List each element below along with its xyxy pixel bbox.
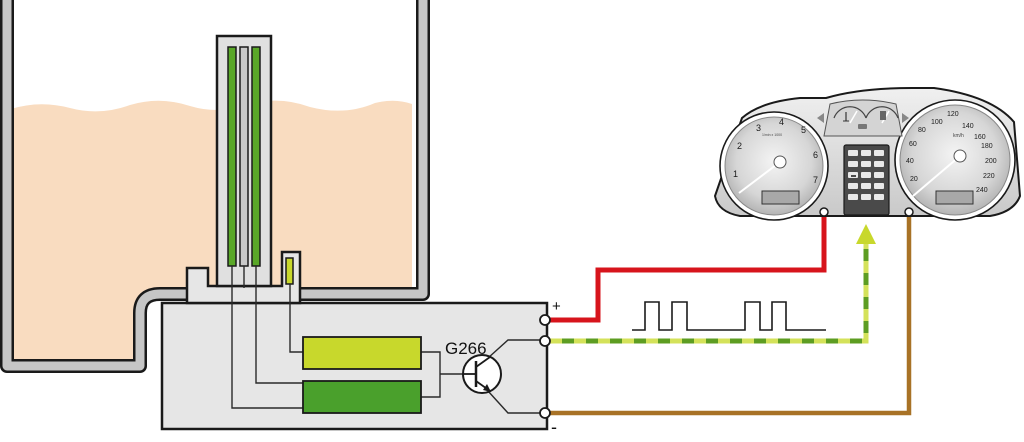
terminal-plus-label: + bbox=[552, 298, 561, 315]
speed-number-140: 140 bbox=[962, 123, 974, 130]
sensor-flange bbox=[185, 250, 302, 305]
tach-number-1: 1 bbox=[733, 169, 738, 179]
aux-gauges bbox=[817, 99, 909, 137]
tach-unit: 1/min x 1000 bbox=[762, 133, 782, 137]
electronics-module-bottom bbox=[302, 380, 422, 414]
signal-arrow bbox=[856, 224, 876, 244]
speed-number-220: 220 bbox=[983, 173, 995, 180]
sensor-element-center bbox=[239, 46, 249, 267]
tach-number-3: 3 bbox=[756, 123, 761, 133]
oil-sump bbox=[0, 0, 430, 373]
warning-lamp-panel bbox=[843, 144, 890, 216]
temperature-element bbox=[285, 257, 294, 285]
instrument-cluster: 1 2 3 4 5 6 7 1/min x 1000 20 40 60 80 1… bbox=[713, 87, 1022, 221]
tach-display bbox=[761, 190, 800, 205]
speed-needle-hub bbox=[953, 149, 967, 163]
terminal-minus bbox=[539, 407, 551, 419]
speed-number-160: 160 bbox=[974, 134, 986, 141]
tach-needle-hub bbox=[773, 155, 787, 169]
speed-display bbox=[935, 190, 974, 205]
speed-number-80: 80 bbox=[918, 127, 926, 134]
supply-wire bbox=[550, 216, 827, 323]
oil-can-icon bbox=[851, 175, 856, 177]
transistor-symbol bbox=[462, 354, 502, 394]
fuel-pump-icon bbox=[880, 111, 886, 120]
terminal-plus bbox=[539, 314, 551, 326]
terminal-minus-label: - bbox=[551, 417, 557, 437]
sensor-element-outer-right bbox=[251, 46, 261, 267]
tachometer: 1 2 3 4 5 6 7 1/min x 1000 bbox=[719, 111, 829, 221]
speed-needle bbox=[912, 155, 961, 197]
external-wiring bbox=[550, 216, 912, 416]
ground-wire bbox=[550, 216, 912, 416]
tach-needle bbox=[738, 161, 781, 194]
sensor-label: G266 bbox=[445, 339, 487, 358]
sensor-element-outer-left bbox=[227, 46, 237, 267]
pwm-signal-waveform bbox=[632, 301, 826, 331]
speed-number-240: 240 bbox=[976, 187, 988, 194]
coolant-temperature-icon bbox=[843, 112, 849, 122]
speed-number-200: 200 bbox=[985, 158, 997, 165]
speedometer: 20 40 60 80 100 120 140 160 180 200 220 … bbox=[894, 99, 1016, 221]
fuel-gauge bbox=[865, 106, 899, 119]
tach-number-6: 6 bbox=[813, 150, 818, 160]
speed-number-60: 60 bbox=[909, 141, 917, 148]
speed-number-180: 180 bbox=[981, 143, 993, 150]
electronics-module-top bbox=[302, 336, 422, 370]
speed-number-40: 40 bbox=[906, 158, 914, 165]
internal-wiring bbox=[231, 266, 544, 414]
speed-number-100: 100 bbox=[931, 119, 943, 126]
terminal-signal bbox=[539, 335, 551, 347]
coolant-temperature-gauge bbox=[833, 106, 867, 119]
speed-number-20: 20 bbox=[910, 176, 918, 183]
tach-number-4: 4 bbox=[779, 117, 784, 127]
speed-unit: km/h bbox=[953, 133, 964, 139]
engine-oil bbox=[11, 100, 412, 362]
tach-number-5: 5 bbox=[801, 125, 806, 135]
tach-number-2: 2 bbox=[737, 141, 742, 151]
cluster-pin-supply bbox=[819, 207, 829, 217]
speed-number-120: 120 bbox=[947, 111, 959, 118]
cluster-pin-ground bbox=[904, 207, 914, 217]
tach-number-7: 7 bbox=[813, 175, 818, 185]
terminals: + - bbox=[539, 298, 561, 437]
